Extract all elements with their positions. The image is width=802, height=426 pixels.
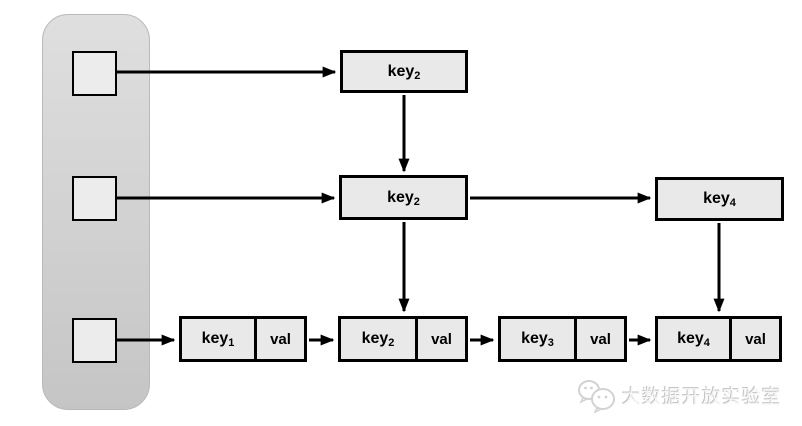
val-cell: val [254, 319, 304, 359]
node-level0-key1: key1 val [179, 316, 307, 362]
watermark-logo-icon [578, 380, 615, 413]
node-level0-key2: key2 val [338, 316, 468, 362]
val-cell: val [574, 319, 624, 359]
node-level0-key4: key4 val [655, 316, 782, 362]
node-level0-key3: key3 val [498, 316, 627, 362]
head-pointer-box-level1 [72, 176, 117, 221]
head-pointer-box-level0 [72, 318, 117, 363]
node-label: key4 [703, 190, 736, 209]
node-level2-key2: key2 [340, 50, 468, 93]
key-cell: key3 [521, 330, 554, 349]
val-cell: val [415, 319, 465, 359]
head-pointer-box-level2 [72, 51, 117, 96]
val-cell: val [729, 319, 779, 359]
node-label: key2 [387, 188, 420, 208]
key-cell: key1 [201, 330, 235, 349]
watermark-text: 大数据开放实验室 [622, 386, 783, 408]
watermark: 大数据开放实验室 [576, 372, 800, 418]
node-level1-key2: key2 [339, 175, 468, 220]
key-cell: key4 [677, 330, 710, 349]
key-cell: key2 [361, 330, 395, 349]
node-label: key2 [387, 62, 421, 82]
node-level1-key4: key4 [655, 177, 784, 221]
